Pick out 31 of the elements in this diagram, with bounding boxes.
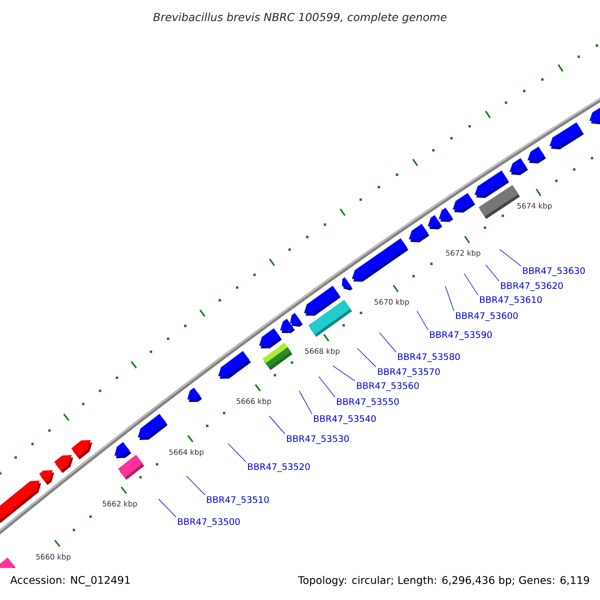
gene-label: BBR47_53500 <box>178 518 240 527</box>
gene-label: BBR47_53510 <box>207 496 269 505</box>
leader-line <box>378 332 396 352</box>
gene-label: BBR47_53590 <box>430 331 492 340</box>
leader-line <box>416 310 428 330</box>
gene-label: BBR47_53600 <box>456 312 518 321</box>
gene-label: BBR47_53560 <box>357 382 419 391</box>
leader-line <box>357 348 376 368</box>
gene-label: BBR47_53520 <box>248 463 310 472</box>
leader-line <box>485 264 500 282</box>
leader-line <box>445 286 454 312</box>
leader-line <box>464 273 478 296</box>
gene-label: BBR47_53570 <box>378 368 440 377</box>
leader-line <box>318 376 336 398</box>
summary-text: Topology: circular; Length: 6,296,436 bp; Genes: 6,119 <box>298 576 590 586</box>
accession-text: Accession: NC_012491 <box>10 576 130 586</box>
gene-label: BBR47_53610 <box>480 296 542 305</box>
title: Brevibacillus brevis NBRC 100599, complete genome <box>153 12 446 24</box>
gene-label: BBR47_53620 <box>501 282 563 291</box>
leader-line <box>269 416 286 434</box>
gene-label: BBR47_53550 <box>337 398 399 407</box>
gene-label: BBR47_53530 <box>287 435 349 444</box>
leader-line <box>228 443 246 462</box>
leader-line <box>332 366 356 382</box>
leader-line <box>186 476 206 496</box>
leader-line <box>298 390 312 414</box>
gene-label: BBR47_53580 <box>398 353 460 362</box>
leader-line <box>499 248 522 266</box>
gene-label: BBR47_53540 <box>314 415 376 424</box>
leader-line <box>158 498 176 518</box>
gene-label: BBR47_53630 <box>523 267 585 276</box>
